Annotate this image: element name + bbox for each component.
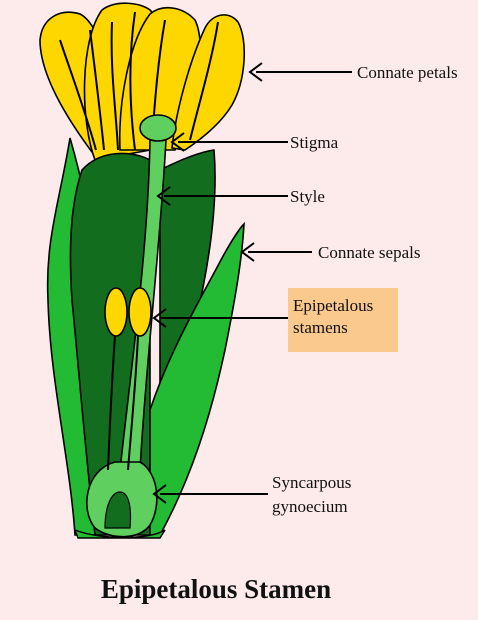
arrow-connate-sepals: [240, 242, 312, 262]
anther-right: [128, 287, 152, 337]
arrow-epipetalous-stamens: [152, 308, 288, 328]
label-syncarpous-gynoecium-line2: gynoecium: [272, 497, 348, 516]
diagram-title: Epipetalous Stamen: [101, 574, 331, 604]
petal-right: [171, 14, 246, 151]
label-connate-petals: Connate petals: [357, 63, 458, 82]
label-syncarpous-gynoecium-line1: Syncarpous: [272, 473, 351, 492]
arrow-stigma: [170, 132, 288, 152]
label-epipetalous-stamens-line1: Epipetalous: [293, 296, 373, 315]
corolla-petals: [39, 2, 246, 161]
label-style: Style: [290, 187, 325, 206]
stigma: [139, 114, 177, 142]
arrow-syncarpous-gynoecium: [152, 484, 268, 504]
stamens: [104, 287, 152, 337]
label-stigma: Stigma: [290, 133, 339, 152]
label-epipetalous-stamens-line2: stamens: [293, 318, 348, 337]
label-connate-sepals: Connate sepals: [318, 243, 420, 262]
stamens-label-highlight: [288, 288, 398, 352]
calyx-base: [73, 528, 166, 539]
arrow-connate-petals: [248, 62, 352, 82]
ovule: [104, 491, 132, 529]
arrow-style: [156, 186, 288, 206]
anther-left: [104, 287, 128, 337]
